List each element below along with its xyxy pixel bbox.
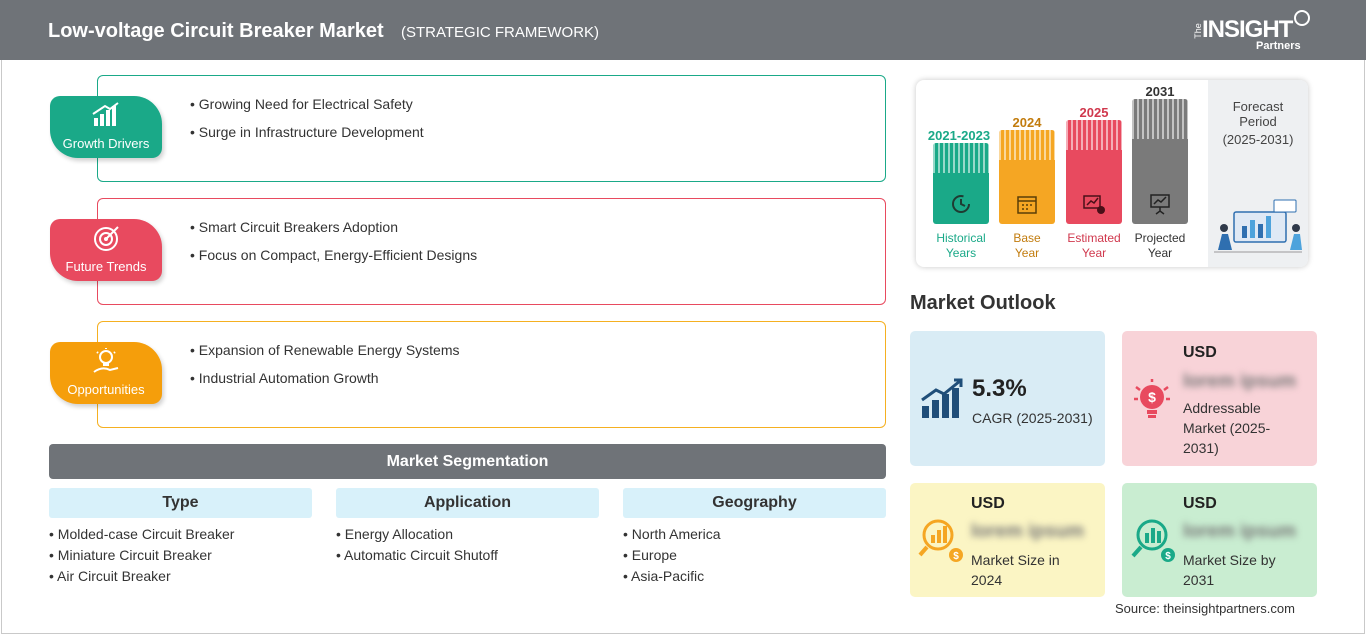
calendar-icon (1017, 196, 1037, 214)
future-trend-item: • Focus on Compact, Energy-Efficient Des… (190, 247, 478, 263)
market-size-2024-label: Market Size in 2024 (971, 552, 1060, 588)
insight-partners-logo[interactable]: The INSIGHT Partners (1190, 10, 1320, 54)
growth-chart-icon (921, 378, 963, 418)
source-citation[interactable]: Source: theinsightpartners.com (1115, 601, 1295, 616)
addressable-market-card: $ USD lorem ipsum Addressable Market (20… (1122, 331, 1317, 466)
addressable-label: Addressable Market (2025-2031) (1183, 400, 1271, 456)
growth-drivers-label: Growth Drivers (62, 136, 150, 151)
growth-driver-item: • Surge in Infrastructure Development (190, 124, 424, 140)
segment-application-header: Application (336, 488, 599, 518)
segment-item: • Energy Allocation (336, 526, 453, 542)
opportunities-label: Opportunities (67, 382, 145, 397)
cagr-card: 5.3% CAGR (2025-2031) (910, 331, 1105, 466)
dollar-bulb-icon: $ (1134, 379, 1170, 418)
base-year-bar (999, 130, 1055, 224)
segment-item: • Asia-Pacific (623, 568, 705, 584)
growth-drivers-box: • Growing Need for Electrical Safety • S… (97, 75, 886, 182)
historical-years-bar (933, 143, 989, 224)
opportunities-badge: Opportunities (50, 342, 162, 404)
magnifier-dollar-icon: $ (1131, 519, 1175, 562)
period-year-base: 2024 (1012, 115, 1042, 130)
forecast-period-range: (2025-2031) (1222, 132, 1294, 147)
segment-item: • Automatic Circuit Shutoff (336, 547, 498, 563)
segment-type-header: Type (49, 488, 312, 518)
market-size-2031-card: $ USD lorem ipsum Market Size by 2031 (1122, 483, 1317, 597)
opportunities-box: • Expansion of Renewable Energy Systems … (97, 321, 886, 428)
projected-year-bar (1132, 99, 1188, 224)
forecast-period-label: Forecast Period (1232, 99, 1284, 129)
market-size-2031-value: lorem ipsum (1183, 521, 1296, 542)
segment-item: • Europe (623, 547, 677, 563)
market-size-2024-usd: USD (971, 495, 1005, 512)
logo-partners-text: Partners (1256, 40, 1301, 52)
estimate-chart-icon (1083, 195, 1105, 214)
market-size-2031-label: Market Size by 2031 (1183, 552, 1276, 588)
cagr-value: 5.3% (972, 375, 1027, 402)
market-outlook-title: Market Outlook (910, 292, 1056, 314)
opportunity-item: • Industrial Automation Growth (190, 370, 379, 386)
content-frame (1, 60, 1365, 634)
svg-text:$: $ (1165, 551, 1171, 562)
growth-driver-item: • Growing Need for Electrical Safety (190, 96, 413, 112)
presentation-board-icon (1150, 194, 1170, 215)
market-size-2031-usd: USD (1183, 495, 1217, 512)
logo-ring-icon (1294, 10, 1310, 26)
logo-insight-text: INSIGHT (1202, 16, 1293, 43)
opportunity-item: • Expansion of Renewable Energy Systems (190, 342, 460, 358)
growth-drivers-badge: Growth Drivers (50, 96, 162, 158)
future-trends-box: • Smart Circuit Breakers Adoption • Focu… (97, 198, 886, 305)
period-year-projected: 2031 (1145, 84, 1175, 99)
svg-text:$: $ (953, 551, 959, 562)
page-title: Low-voltage Circuit Breaker Market (48, 20, 384, 42)
segment-item: • Air Circuit Breaker (49, 568, 171, 584)
lightbulb-hand-icon (93, 348, 119, 373)
market-size-2024-value: lorem ipsum (971, 521, 1084, 542)
segment-geography-column: Geography • North America • Europe • Asi… (623, 488, 886, 589)
segment-item: • North America (623, 526, 721, 542)
page-subtitle: (STRATEGIC FRAMEWORK) (401, 24, 600, 41)
cagr-label: CAGR (2025-2031) (972, 410, 1093, 426)
segment-geography-header: Geography (623, 488, 886, 518)
segment-item: • Molded-case Circuit Breaker (49, 526, 235, 542)
bar-growth-icon (92, 102, 119, 126)
history-clock-icon (952, 195, 970, 213)
period-year-estimated: 2025 (1079, 105, 1109, 120)
estimated-year-bar (1066, 120, 1122, 224)
segment-application-column: Application • Energy Allocation • Automa… (336, 488, 599, 568)
header-bar: Low-voltage Circuit Breaker Market (STRA… (0, 0, 1366, 60)
svg-text:$: $ (1148, 389, 1156, 405)
target-icon (94, 226, 119, 251)
market-segmentation-bar: Market Segmentation (49, 444, 886, 479)
future-trends-badge: Future Trends (50, 219, 162, 281)
period-year-historical: 2021-2023 (927, 128, 991, 143)
analyst-dashboard-icon (1214, 199, 1302, 253)
forecast-period-panel: Forecast Period (2025-2031) (1208, 80, 1308, 267)
segment-type-column: Type • Molded-case Circuit Breaker • Min… (49, 488, 312, 589)
addressable-usd: USD (1183, 344, 1217, 361)
future-trends-label: Future Trends (65, 259, 147, 274)
market-size-2024-card: $ USD lorem ipsum Market Size in 2024 (910, 483, 1105, 597)
future-trend-item: • Smart Circuit Breakers Adoption (190, 219, 398, 235)
magnifier-chart-icon: $ (918, 519, 963, 562)
segment-item: • Miniature Circuit Breaker (49, 547, 212, 563)
addressable-value: lorem ipsum (1183, 371, 1296, 392)
